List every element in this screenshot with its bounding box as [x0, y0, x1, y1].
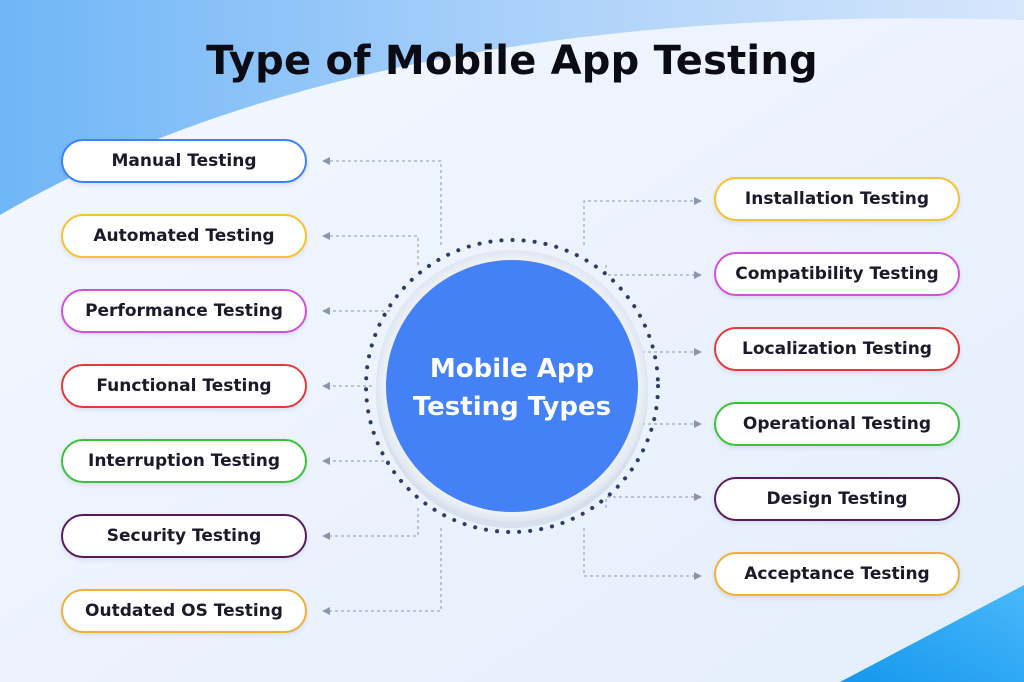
- left-item-label: Outdated OS Testing: [85, 601, 283, 621]
- hub-core-circle: [386, 260, 638, 512]
- dotted-ring: [364, 238, 660, 534]
- left-arrowheads: [322, 157, 330, 615]
- right-item-label: Design Testing: [766, 489, 908, 509]
- left-item-outdated-os-testing: Outdated OS Testing: [61, 589, 307, 633]
- connector-compatibility: [605, 265, 694, 276]
- right-item-acceptance-testing: Acceptance Testing: [714, 552, 960, 596]
- left-item-automated-testing: Automated Testing: [61, 214, 307, 258]
- connector-security: [330, 508, 419, 537]
- page-title: Type of Mobile App Testing: [206, 38, 818, 84]
- right-connectors: [583, 200, 694, 577]
- corner-decoration: [840, 585, 1024, 682]
- right-item-installation-testing: Installation Testing: [714, 177, 960, 221]
- left-item-performance-testing: Performance Testing: [61, 289, 307, 333]
- right-item-compatibility-testing: Compatibility Testing: [714, 252, 960, 296]
- right-item-label: Localization Testing: [742, 339, 932, 359]
- left-item-functional-testing: Functional Testing: [61, 364, 307, 408]
- left-item-label: Security Testing: [106, 526, 262, 546]
- hub-label: Mobile App Testing Types: [392, 350, 632, 426]
- hub-label-line1: Mobile App: [429, 354, 595, 384]
- right-item-design-testing: Design Testing: [714, 477, 960, 521]
- left-item-interruption-testing: Interruption Testing: [61, 439, 307, 483]
- left-item-security-testing: Security Testing: [61, 514, 307, 558]
- left-item-label: Manual Testing: [111, 151, 257, 171]
- right-arrowheads: [694, 197, 702, 580]
- left-item-manual-testing: Manual Testing: [61, 139, 307, 183]
- right-item-label: Installation Testing: [744, 189, 930, 209]
- right-item-operational-testing: Operational Testing: [714, 402, 960, 446]
- left-item-label: Performance Testing: [85, 301, 283, 321]
- left-item-label: Automated Testing: [93, 226, 275, 246]
- hub-label-line2: Testing Types: [412, 392, 612, 422]
- left-connectors: [330, 160, 442, 612]
- top-wave-decoration: [0, 0, 1024, 215]
- right-item-label: Acceptance Testing: [744, 564, 930, 584]
- connector-outdated: [330, 528, 442, 612]
- connector-acceptance: [583, 528, 694, 577]
- connector-manual: [330, 160, 442, 245]
- connector-installation: [583, 200, 694, 245]
- left-item-label: Functional Testing: [96, 376, 272, 396]
- right-item-label: Operational Testing: [742, 414, 932, 434]
- right-item-label: Compatibility Testing: [735, 264, 939, 284]
- left-item-label: Interruption Testing: [88, 451, 280, 471]
- right-item-localization-testing: Localization Testing: [714, 327, 960, 371]
